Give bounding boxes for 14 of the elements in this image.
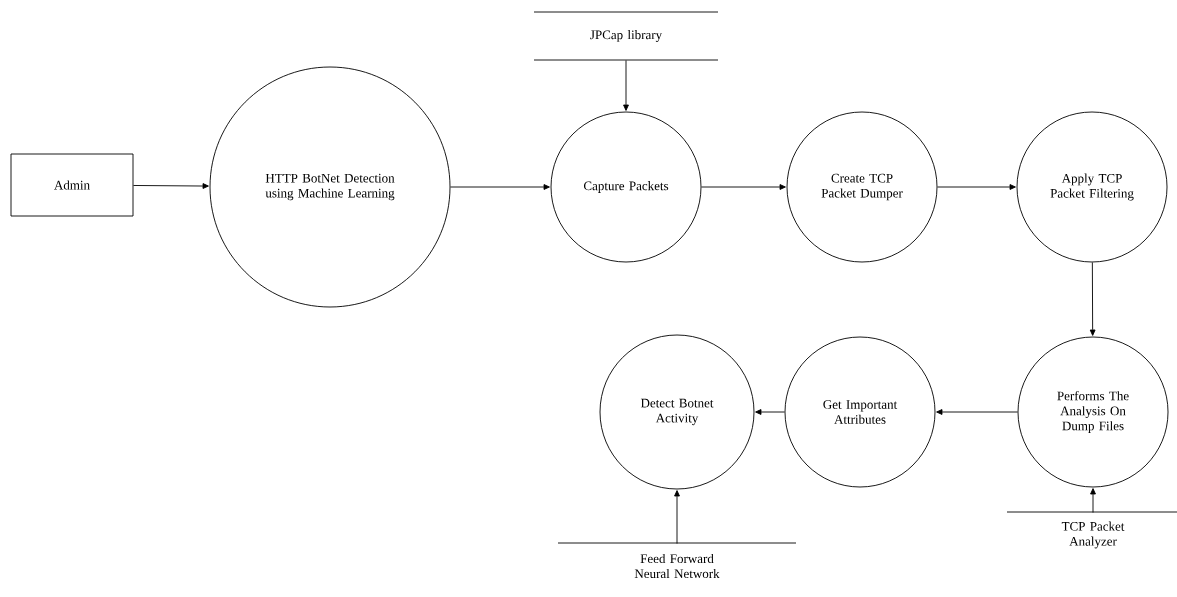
arrow	[674, 490, 680, 544]
arrow	[1089, 262, 1096, 336]
arrow	[937, 184, 1016, 190]
arrow	[133, 183, 209, 189]
arrow	[701, 184, 786, 190]
arrow	[755, 409, 785, 415]
data-store: TCP Packet Analyzer	[1006, 511, 1177, 549]
arrow	[1090, 488, 1096, 513]
entity-box: Admin	[10, 153, 134, 217]
arrow	[450, 184, 550, 190]
data-store: JPCap library	[533, 11, 719, 61]
data-store: Feed Forward Neural Network	[557, 542, 797, 579]
arrow	[936, 409, 1018, 415]
arrow	[623, 60, 629, 111]
